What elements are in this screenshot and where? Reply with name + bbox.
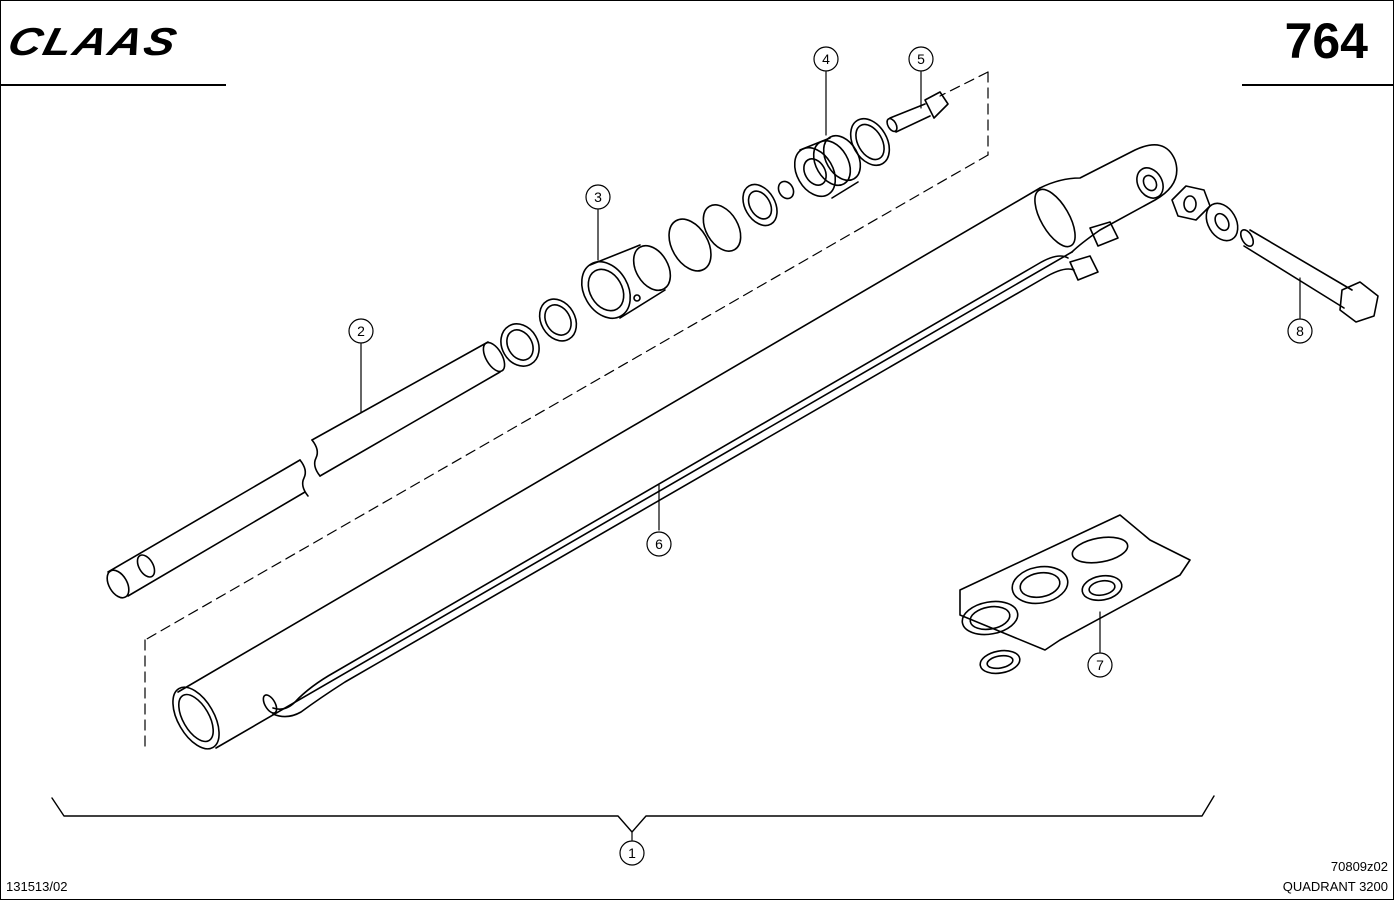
callout-label: 8 <box>1296 323 1304 339</box>
nut <box>1171 185 1211 221</box>
model-name: QUADRANT 3200 <box>1282 879 1388 894</box>
washer <box>1205 202 1239 242</box>
callout-4: 4 <box>813 46 839 72</box>
backup-ring <box>742 180 795 227</box>
header-rule-left <box>0 84 226 86</box>
pivot-bolt <box>1239 229 1379 323</box>
callout-3: 3 <box>585 184 611 210</box>
guide-bushing <box>580 244 672 320</box>
rod-seal <box>538 298 578 342</box>
cylinder-barrel <box>172 144 1178 750</box>
callout-7: 7 <box>1087 652 1113 678</box>
wiper-ring <box>500 323 540 367</box>
callout-label: 1 <box>628 845 636 861</box>
callout-label: 6 <box>655 536 663 552</box>
callout-1: 1 <box>619 840 645 866</box>
callout-2: 2 <box>348 318 374 344</box>
assembly-brace <box>51 795 1215 833</box>
callout-label: 5 <box>917 51 925 67</box>
callout-label: 7 <box>1096 657 1104 673</box>
callout-label: 3 <box>594 189 602 205</box>
o-rings <box>668 204 742 272</box>
document-number: 131513/02 <box>6 879 68 894</box>
piston-seal <box>849 117 891 167</box>
callout-label: 4 <box>822 51 830 67</box>
callout-5: 5 <box>908 46 934 72</box>
header-rule-right <box>1242 84 1394 86</box>
piston-rod <box>106 341 506 599</box>
drawing-code: 70809z02 <box>1330 859 1388 874</box>
callout-label: 2 <box>357 323 365 339</box>
page-number: 764 <box>1284 13 1368 69</box>
leader-lines <box>360 71 1301 841</box>
callout-8: 8 <box>1287 318 1313 344</box>
piston <box>793 134 862 199</box>
assembly-boundary <box>144 71 989 749</box>
callout-6: 6 <box>646 531 672 557</box>
bolt <box>886 91 949 133</box>
hydraulic-pipe <box>262 255 1075 718</box>
seal-kit <box>959 514 1191 675</box>
